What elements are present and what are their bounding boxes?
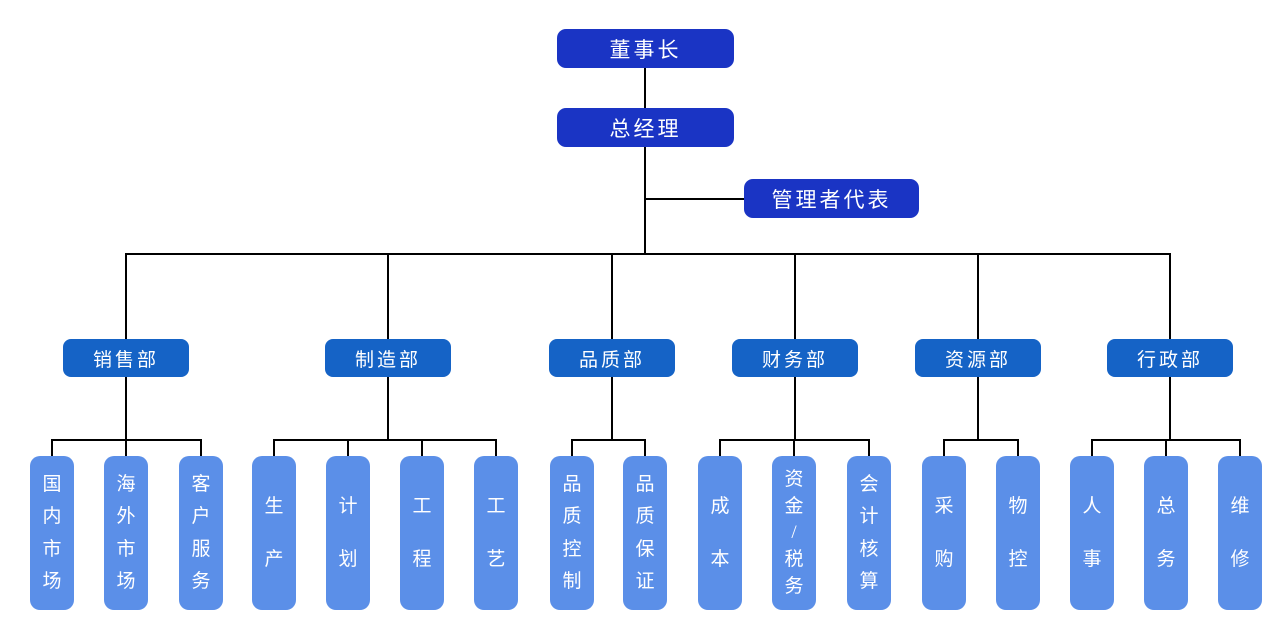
edge-chairman-gm	[644, 68, 646, 108]
edge-bus-resources	[977, 253, 979, 339]
node-leaf-quality-control: 品质控制	[550, 456, 594, 610]
leaf-stub	[793, 439, 795, 456]
node-dept-sales: 销售部	[63, 339, 189, 377]
leaf-stub	[1165, 439, 1167, 456]
node-chairman: 董事长	[557, 29, 734, 68]
node-general-manager: 总经理	[557, 108, 734, 147]
leaf-stub	[200, 439, 202, 456]
edge-bus-sales	[125, 253, 127, 339]
leaf-stub	[868, 439, 870, 456]
node-dept-quality: 品质部	[549, 339, 675, 377]
edge-quality-children-bus	[571, 439, 646, 441]
edge-manufacturing-children-bus	[273, 439, 497, 441]
node-leaf-quality-assurance: 品质保证	[623, 456, 667, 610]
edge-gm-trunk	[644, 147, 646, 254]
leaf-stub	[273, 439, 275, 456]
edge-resources-children-bus	[943, 439, 1019, 441]
node-dept-manufacturing: 制造部	[325, 339, 451, 377]
node-leaf-funds-tax: 资金/税务	[772, 456, 816, 610]
node-leaf-process: 工艺	[474, 456, 518, 610]
node-dept-finance: 财务部	[732, 339, 858, 377]
leaf-label: 工程	[412, 495, 432, 571]
edge-manufacturing-drop	[387, 377, 389, 440]
leaf-label: 工艺	[486, 495, 506, 571]
leaf-label: 生产	[264, 495, 284, 571]
node-leaf-procurement: 采购	[922, 456, 966, 610]
node-leaf-maintenance: 维修	[1218, 456, 1262, 610]
node-management-representative: 管理者代表	[744, 179, 919, 218]
edge-gm-management-rep	[644, 198, 744, 200]
edge-quality-drop	[611, 377, 613, 440]
edge-bus-manufacturing	[387, 253, 389, 339]
leaf-label: 计划	[338, 495, 358, 571]
leaf-stub	[125, 439, 127, 456]
edge-bus-finance	[794, 253, 796, 339]
node-leaf-accounting: 会计核算	[847, 456, 891, 610]
leaf-label: 品质控制	[562, 474, 582, 592]
leaf-label: 资金/税务	[784, 468, 804, 597]
leaf-stub	[943, 439, 945, 456]
leaf-label: 海外市场	[116, 474, 136, 592]
node-leaf-customer-service: 客户服务	[179, 456, 223, 610]
leaf-stub	[571, 439, 573, 456]
node-dept-administration: 行政部	[1107, 339, 1233, 377]
leaf-stub	[347, 439, 349, 456]
leaf-stub	[644, 439, 646, 456]
edge-finance-drop	[794, 377, 796, 440]
edge-bus-administration	[1169, 253, 1171, 339]
leaf-stub	[1239, 439, 1241, 456]
node-leaf-cost: 成本	[698, 456, 742, 610]
node-leaf-engineering: 工程	[400, 456, 444, 610]
leaf-label: 会计核算	[859, 474, 879, 592]
leaf-stub	[495, 439, 497, 456]
leaf-stub	[51, 439, 53, 456]
leaf-label: 总务	[1156, 495, 1176, 571]
edge-administration-drop	[1169, 377, 1171, 440]
leaf-label: 客户服务	[191, 474, 211, 592]
leaf-label: 物控	[1008, 495, 1028, 571]
leaf-label: 成本	[710, 495, 730, 571]
node-leaf-hr: 人事	[1070, 456, 1114, 610]
leaf-stub	[421, 439, 423, 456]
edge-department-bus	[125, 253, 1171, 255]
leaf-label: 国内市场	[42, 474, 62, 592]
leaf-label: 品质保证	[635, 474, 655, 592]
leaf-stub	[719, 439, 721, 456]
node-dept-resources: 资源部	[915, 339, 1041, 377]
leaf-stub	[1091, 439, 1093, 456]
leaf-label: 采购	[934, 495, 954, 571]
node-leaf-material-control: 物控	[996, 456, 1040, 610]
edge-sales-drop	[125, 377, 127, 440]
node-leaf-production: 生产	[252, 456, 296, 610]
leaf-label: 维修	[1230, 495, 1250, 571]
node-leaf-domestic-market: 国内市场	[30, 456, 74, 610]
node-leaf-planning: 计划	[326, 456, 370, 610]
node-leaf-general-affairs: 总务	[1144, 456, 1188, 610]
edge-bus-quality	[611, 253, 613, 339]
leaf-stub	[1017, 439, 1019, 456]
edge-resources-drop	[977, 377, 979, 440]
leaf-label: 人事	[1082, 495, 1102, 571]
node-leaf-overseas-market: 海外市场	[104, 456, 148, 610]
